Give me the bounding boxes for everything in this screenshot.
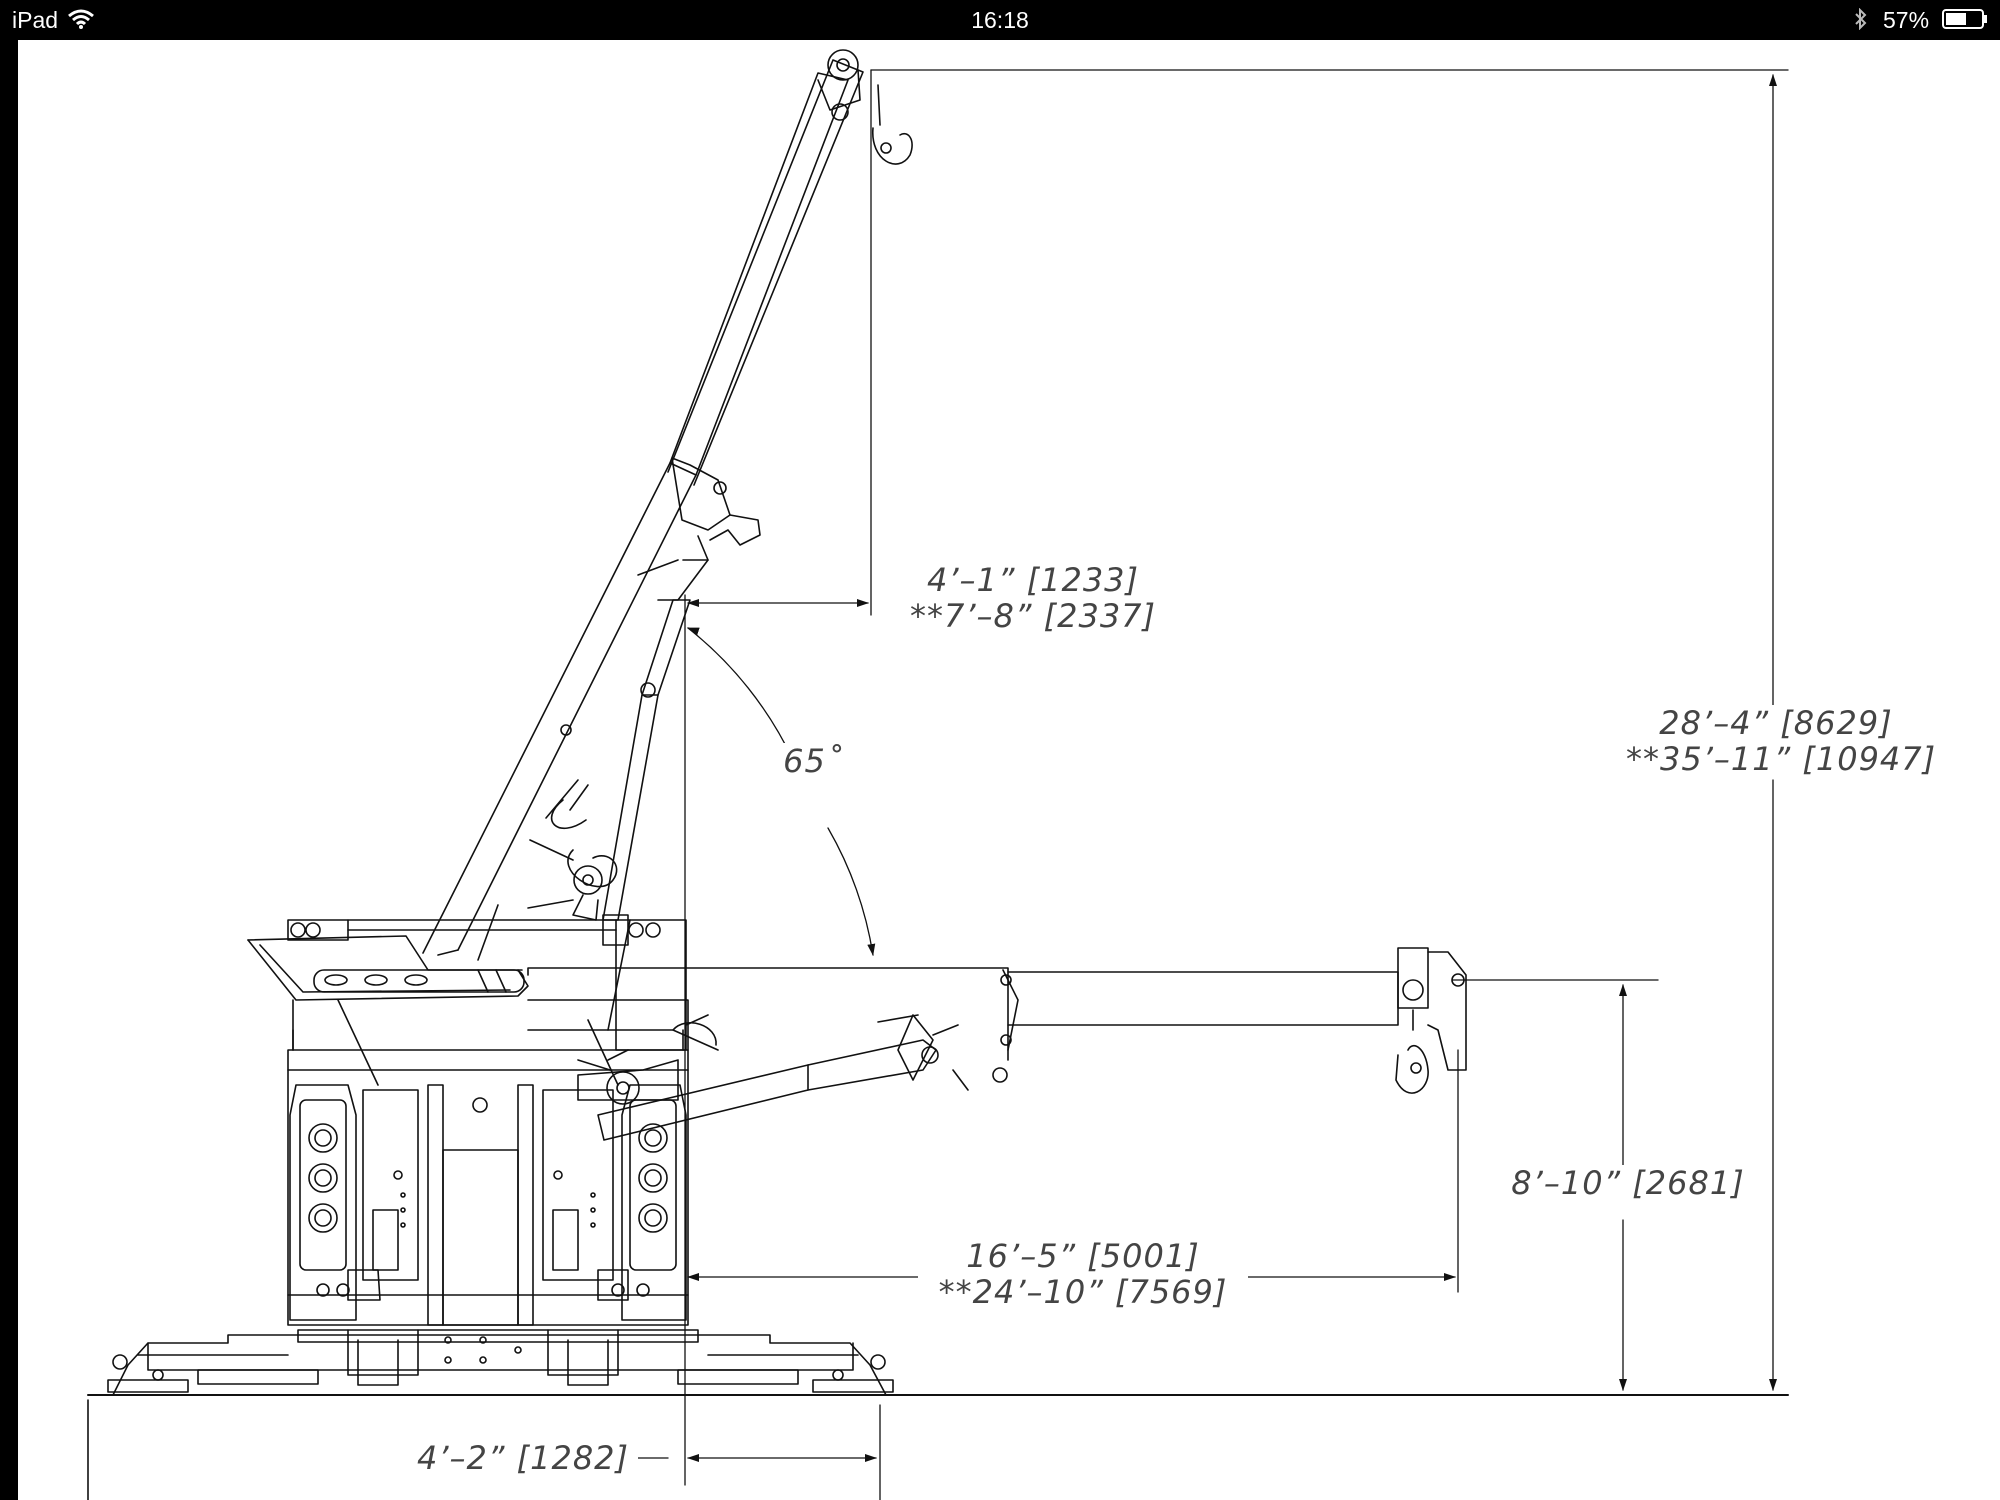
dimension-base-offset: 4’–2” [1282]	[408, 1440, 638, 1476]
wifi-icon	[68, 9, 94, 29]
turret-cab	[247, 919, 689, 1086]
dimension-boom-reach-primary: 4’–1” [1233]	[926, 561, 1140, 599]
crane-drawing	[87, 49, 1789, 1500]
raised-boom	[422, 49, 913, 1031]
dimension-boom-reach-secondary: **7’–8” [2337]	[909, 597, 1157, 635]
dimension-max-height-primary: 28’–4” [8629]	[1659, 704, 1893, 742]
status-bar: iPad 16:18 57%	[0, 0, 2000, 40]
dimension-horizontal-reach-primary: 16’–5” [5001]	[966, 1237, 1200, 1275]
dimension-lines	[637, 69, 1789, 1500]
outrigger-base	[107, 1329, 894, 1396]
device-name: iPad	[12, 7, 59, 33]
bluetooth-icon	[1855, 8, 1867, 30]
crane-lower-body	[287, 1029, 689, 1386]
horizontal-boom	[527, 947, 1467, 1141]
dimension-horizontal-reach-secondary: **24’–10” [7569]	[938, 1273, 1228, 1311]
battery-percentage: 57%	[1883, 7, 1930, 33]
dimension-horizontal-hook-height: 8’–10” [2681]	[1508, 1165, 1748, 1201]
dimension-boom-angle: 65˚	[778, 743, 848, 779]
dimension-horizontal-reach: 16’–5” [5001] **24’–10” [7569]	[918, 1238, 1248, 1310]
dimension-max-height-secondary: **35’–11” [10947]	[1626, 740, 1937, 778]
clock: 16:18	[971, 7, 1029, 33]
battery-icon	[1942, 9, 1987, 29]
dimension-boom-reach: 4’–1” [1233] **7’–8” [2337]	[888, 562, 1178, 634]
drawing-sheet: 4’–1” [1233] **7’–8” [2337] 65˚ 28’–4” […	[18, 40, 2000, 1500]
dimension-max-height: 28’–4” [8629] **35’–11” [10947]	[1626, 704, 1937, 778]
